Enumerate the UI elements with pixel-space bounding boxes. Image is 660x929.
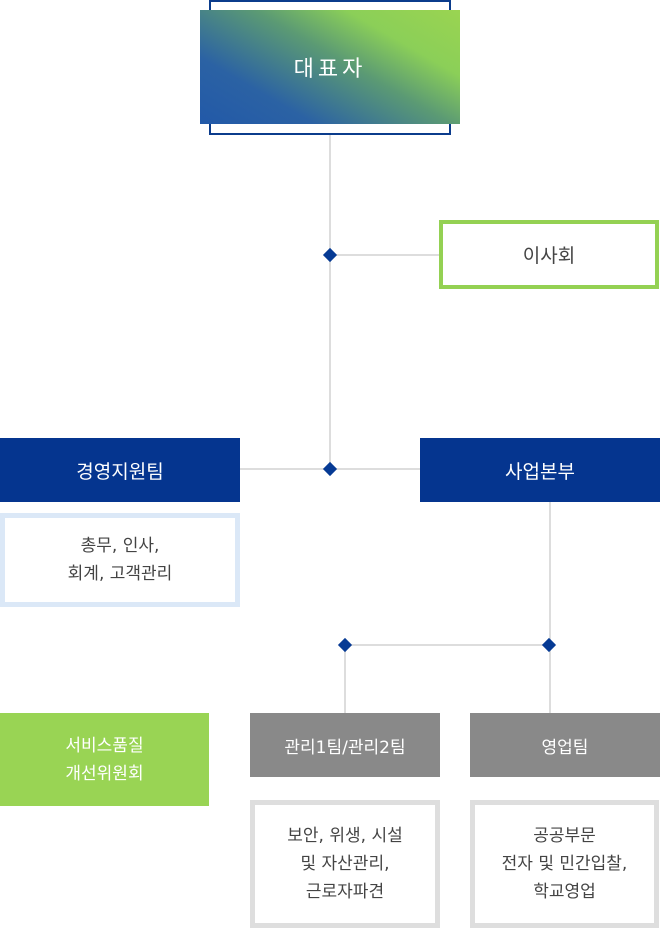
node-diamond-team1 [337,637,353,653]
board-node: 이사회 [439,220,659,289]
duty-line: 공공부문 [533,826,596,846]
sales-team-label: 영업팀 [541,737,589,758]
node-diamond-team2 [541,637,557,653]
management-teams-node: 관리1팀/관리2팀 [250,713,440,777]
sales-team-duties: 공공부문 전자 및 민간입찰, 학교영업 [470,800,659,928]
sales-team-node: 영업팀 [470,713,660,777]
duty-line: 전자 및 민간입찰, [501,854,628,874]
management-support-duties: 총무, 인사, 회계, 고객관리 [0,513,240,607]
connector-biz-trunk [549,502,551,713]
connector-teams [345,644,550,646]
ceo-node: 대표자 [200,10,460,124]
duty-line: 회계, 고객관리 [67,564,173,584]
node-diamond-departments [322,461,338,477]
committee-label-line: 서비스품질 [65,735,144,756]
connector-ceo-trunk [329,134,331,470]
duty-line: 및 자산관리, [300,854,390,874]
duty-line: 근로자파견 [305,882,385,902]
board-label: 이사회 [522,245,576,267]
management-support-label: 경영지원팀 [76,460,164,483]
business-hq-label: 사업본부 [505,460,575,483]
management-teams-duties: 보안, 위생, 시설 및 자산관리, 근로자파견 [250,800,440,928]
duty-line: 보안, 위생, 시설 [287,826,403,846]
committee-label-line: 개선위원회 [65,763,144,784]
connector-board [330,254,440,256]
business-hq-node: 사업본부 [420,438,660,502]
connector-team1 [344,645,346,713]
management-support-node: 경영지원팀 [0,438,240,502]
node-diamond-board [322,247,338,263]
duty-line: 학교영업 [533,882,596,902]
management-teams-label: 관리1팀/관리2팀 [284,737,406,758]
duty-line: 총무, 인사, [80,536,160,556]
quality-committee-node: 서비스품질 개선위원회 [0,713,209,806]
ceo-label: 대표자 [293,57,367,82]
